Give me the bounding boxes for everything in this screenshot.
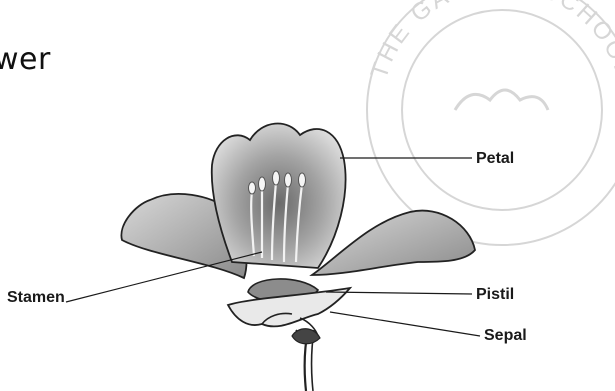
label-pistil: Pistil (476, 286, 514, 304)
watermark-seal: THE GARDEN SCHOOL (366, 0, 615, 245)
label-petal: Petal (476, 150, 514, 168)
svg-text:THE GARDEN SCHOOL: THE GARDEN SCHOOL (366, 0, 615, 82)
label-sepal: Sepal (484, 327, 527, 345)
label-stamen: Stamen (7, 289, 65, 307)
back-petal (212, 124, 346, 268)
